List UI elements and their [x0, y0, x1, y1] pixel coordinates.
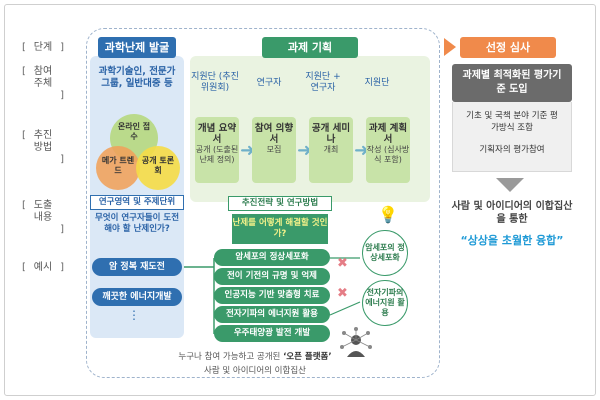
- arrow-right-icon: ➜: [297, 140, 313, 161]
- selected-example-0-label: 암세포의 정상세포화: [365, 243, 405, 262]
- step-project-plan-sub: 작성 (심사방식 포함): [366, 145, 410, 164]
- step-open-seminar-sub: 개최: [323, 145, 339, 154]
- step-project-plan: 과제 계획서 작성 (심사방식 포함): [366, 117, 410, 183]
- review-items: 기초 및 국책 분야 기준 평가방식 조합 기획자의 평가참여: [452, 102, 572, 172]
- discovery-output-title: 연구영역 및 주제단위: [90, 195, 184, 210]
- discovery-participants: 과학기술인, 전문가그룹, 일반대중 등: [98, 66, 176, 89]
- planning-example-2: 인공지능 기반 맞춤형 치료: [214, 287, 330, 304]
- planning-output-title: 추진전략 및 연구방법: [228, 196, 332, 211]
- discovery-output-question: 무엇이 연구자들이 도전해야 할 난제인가?: [94, 213, 180, 234]
- discovery-example-more: ⋮: [128, 308, 140, 322]
- role-support-plus-researcher: 지원단 + 연구자: [305, 72, 341, 93]
- summary-line1: 사람 및 아이디어의 이합집산을 통한: [451, 201, 573, 225]
- footer-line1: 누구나 참여 가능하고 공개된 ‘오픈 플랫폼’: [140, 352, 370, 363]
- step-open-seminar-title: 공개 세미나: [311, 123, 351, 145]
- venn-forum: 공개 토론회: [136, 146, 180, 190]
- step-participation-intent-sub: 모집: [266, 145, 282, 154]
- planning-example-4: 우주태양광 발전 개발: [214, 325, 330, 342]
- footer-line1-pre: 누구나 참여 가능하고 공개된: [178, 352, 281, 362]
- planning-example-1: 전이 기전의 규명 및 억제: [214, 268, 330, 285]
- arrow-right-icon: ➜: [354, 140, 370, 161]
- row-label-examples: 예시: [22, 262, 64, 274]
- x-mark-icon: ✖: [337, 286, 348, 301]
- discovery-example-energy: 깨끗한 에너지개발: [92, 288, 182, 306]
- planning-example-3: 전자기파의 에너지원 활용: [214, 306, 330, 323]
- row-label-output-text: 도출 내용: [33, 200, 53, 223]
- step-concept-summary: 개념 요약서 공개 (도출된 난제 정의): [195, 117, 239, 183]
- x-mark-icon: ✖: [337, 256, 348, 271]
- planning-example-0: 암세포의 정상세포화: [214, 249, 330, 266]
- review-header: 선정 심사: [460, 37, 556, 58]
- row-label-participants-text: 참여 주체: [33, 66, 53, 89]
- planning-output-question: 난제를 어떻게 해결할 것인가?: [232, 214, 328, 244]
- discovery-example-cancer: 암 정복 재도전: [92, 258, 182, 276]
- person-network-icon: [338, 327, 374, 363]
- review-title: 과제별 최적화된 평가기준 도입: [452, 64, 572, 102]
- venn-online-label: 온라인 접수: [117, 122, 151, 141]
- lightbulb-icon: 💡: [378, 205, 398, 224]
- review-item-0: 기초 및 국책 분야 기준 평가방식 조합: [466, 111, 558, 133]
- row-label-output: 도출 내용: [22, 200, 64, 236]
- summary-quote: “상상을 초월한 융합”: [460, 234, 564, 247]
- arrow-down-icon: [496, 178, 524, 192]
- discovery-header: 과학난제 발굴: [98, 37, 176, 58]
- step-project-plan-title: 과제 계획서: [368, 123, 408, 145]
- footer-line2: 사람 및 아이디어의 이합집산: [204, 366, 306, 376]
- venn-trend: 메가 트렌드: [96, 146, 140, 190]
- planning-header: 과제 기획: [262, 37, 358, 58]
- venn-trend-label: 메가 트렌드: [101, 156, 135, 175]
- selected-example-0: 암세포의 정상세포화: [362, 230, 408, 276]
- venn-forum-label: 공개 토론회: [141, 156, 175, 175]
- open-platform-boundary: [86, 28, 440, 378]
- step-concept-summary-sub: 공개 (도출된 난제 정의): [195, 145, 239, 164]
- selected-example-1: 전자기파의 에너지원 활용: [362, 280, 408, 326]
- role-support-committee: 지원단 (추진위원회): [191, 72, 239, 93]
- row-label-method: 추진 방법: [22, 130, 64, 166]
- row-label-stage: 단계: [22, 42, 64, 54]
- role-support: 지원단: [364, 78, 390, 88]
- step-participation-intent: 참여 의향서 모집: [252, 117, 296, 183]
- step-concept-summary-title: 개념 요약서: [197, 123, 237, 145]
- selected-example-1-label: 전자기파의 에너지원 활용: [365, 288, 405, 317]
- role-researcher: 연구자: [256, 78, 282, 88]
- step-participation-intent-title: 참여 의향서: [254, 123, 294, 145]
- review-item-1: 기획자의 평가참여: [479, 145, 545, 155]
- arrow-right-icon: ➜: [240, 140, 256, 161]
- row-label-participants: 참여 주체: [22, 66, 64, 102]
- connector-lines: [184, 257, 361, 334]
- step-open-seminar: 공개 세미나 개최: [309, 117, 353, 183]
- row-label-method-text: 추진 방법: [33, 130, 53, 153]
- connector-line: [329, 301, 361, 316]
- footer-line1-em: ‘오픈 플랫폼’: [283, 352, 332, 362]
- arrow-right-icon: [444, 38, 456, 56]
